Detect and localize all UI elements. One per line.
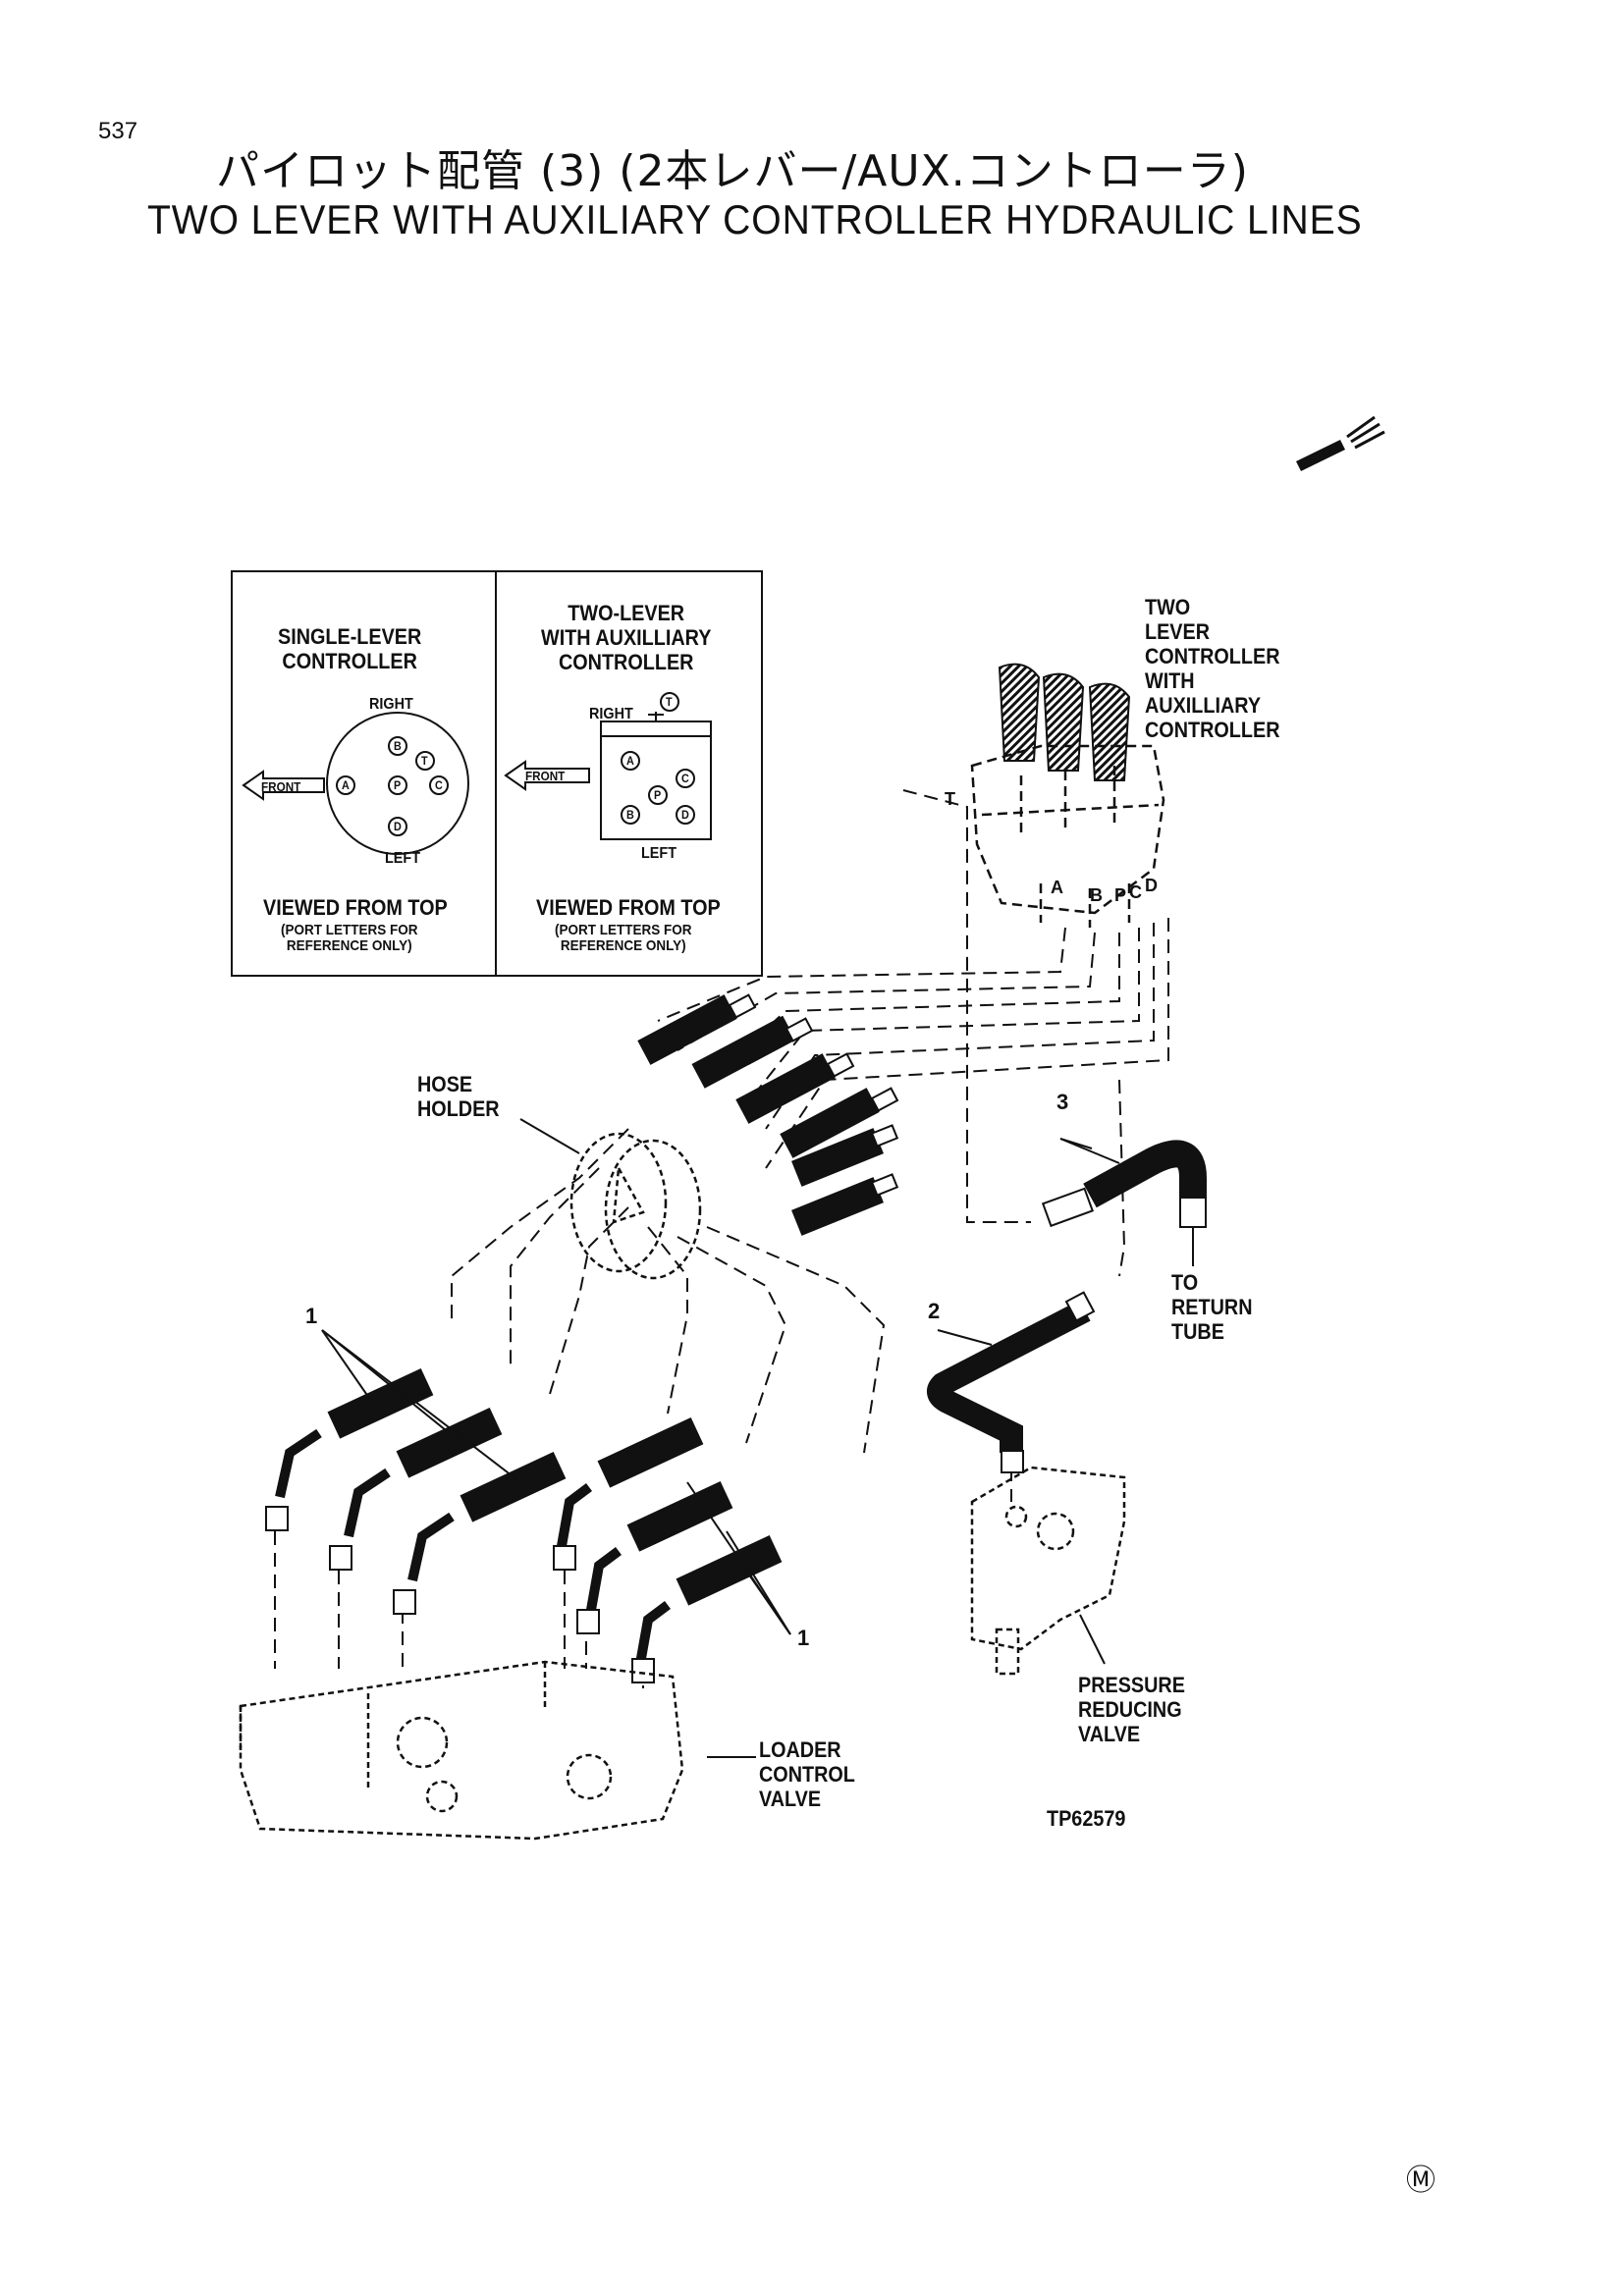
callout-3: 3 <box>1056 1090 1069 1114</box>
single-lever-viewed-label: VIEWED FROM TOP <box>263 895 448 920</box>
callout-leaders <box>321 1329 791 1758</box>
single-port-c: C <box>435 778 443 792</box>
pilot-hoses-lower-right <box>553 1417 783 1683</box>
port-label-t: T <box>945 789 955 809</box>
two-port-c: C <box>681 772 689 785</box>
two-lever-controller <box>970 663 1165 928</box>
single-port-t: T <box>421 754 428 768</box>
port-label-a: A <box>1051 878 1063 897</box>
two-port-d: D <box>681 808 689 822</box>
two-lever-left-label: LEFT <box>641 845 677 862</box>
single-front-arrow-icon <box>242 770 325 801</box>
two-lever-ports <box>621 692 695 825</box>
return-hose <box>1041 1138 1207 1266</box>
port-label-c: C <box>1129 882 1142 902</box>
pressure-reducing-valve <box>970 1466 1126 1676</box>
single-port-p: P <box>394 778 402 792</box>
two-port-p: P <box>654 788 662 802</box>
single-port-a: A <box>342 778 350 792</box>
two-lever-viewed-label: VIEWED FROM TOP <box>536 895 721 920</box>
registered-mark-icon: Ⓜ <box>1406 2164 1435 2197</box>
two-port-t: T <box>666 695 673 709</box>
two-front-arrow-icon <box>504 760 590 791</box>
front-direction-arrow-icon <box>1296 415 1385 471</box>
two-port-a: A <box>626 754 634 768</box>
callout-2: 2 <box>928 1299 941 1323</box>
two-lever-title: TWO-LEVER WITH AUXILLIARY CONTROLLER <box>541 601 712 674</box>
single-lever-note: (PORT LETTERS FOR REFERENCE ONLY) <box>281 922 418 954</box>
two-lever-note: (PORT LETTERS FOR REFERENCE ONLY) <box>555 922 692 954</box>
pilot-hoses-upper <box>637 994 884 1236</box>
loader-control-valve <box>239 1660 684 1841</box>
port-label-b: B <box>1090 885 1103 905</box>
pilot-hoses-lower-left <box>265 1368 567 1615</box>
callout-1-right: 1 <box>797 1626 810 1650</box>
single-lever-front-label: FRONT <box>261 779 301 794</box>
controller-label: TWO LEVER CONTROLLER WITH AUXILLIARY CON… <box>1145 595 1280 742</box>
single-lever-left-label: LEFT <box>385 850 420 867</box>
callout-1-left: 1 <box>305 1304 318 1328</box>
hose-holder <box>569 1132 702 1280</box>
single-port-d: D <box>394 820 402 833</box>
port-label-d: D <box>1145 876 1158 895</box>
pressure-valve-label: PRESSURE REDUCING VALVE <box>1078 1673 1185 1746</box>
page-title-english: TWO LEVER WITH AUXILIARY CONTROLLER HYDR… <box>147 196 1363 242</box>
figure-id: TP62579 <box>1047 1806 1126 1831</box>
single-lever-right-label: RIGHT <box>369 696 413 713</box>
return-tube-label: TO RETURN TUBE <box>1171 1270 1253 1344</box>
loader-valve-label: LOADER CONTROL VALVE <box>759 1737 855 1811</box>
controller-inset-box <box>231 570 763 977</box>
page-number: 537 <box>98 118 138 144</box>
two-lever-right-label: RIGHT <box>589 706 633 722</box>
port-label-p: P <box>1114 885 1126 905</box>
single-lever-ports <box>336 736 449 836</box>
two-lever-front-label: FRONT <box>525 769 566 783</box>
hose-holder-label: HOSE HOLDER <box>417 1072 500 1121</box>
two-port-b: B <box>626 808 634 822</box>
single-lever-title: SINGLE-LEVER CONTROLLER <box>278 624 422 673</box>
pressure-hose <box>927 1291 1096 1473</box>
single-port-b: B <box>394 739 402 753</box>
page-title-japanese: パイロット配管 (3) (2本レバー/AUX.コントローラ) <box>216 146 1249 196</box>
